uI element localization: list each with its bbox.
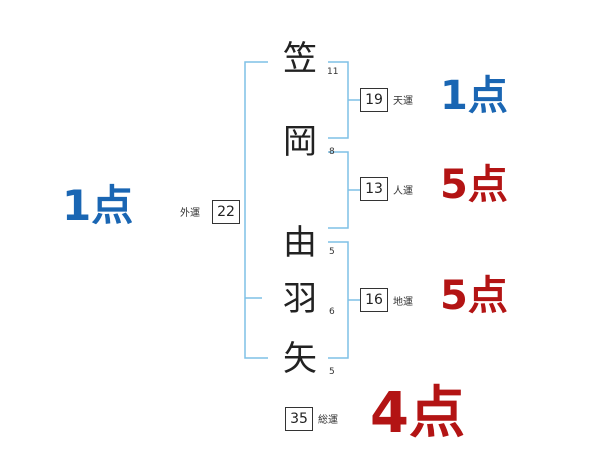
tenun-number-box: 19: [360, 88, 388, 112]
souun-score: 4点: [370, 381, 465, 446]
tenun-label: 天運: [393, 96, 413, 107]
jinun-score: 5点: [440, 162, 508, 208]
chiun-score: 5点: [440, 273, 508, 319]
stroke-count-2: 8: [329, 147, 335, 157]
name-char-5: 矢: [283, 339, 317, 379]
stroke-count-4: 6: [329, 307, 335, 317]
chiun-number-box: 16: [360, 288, 388, 312]
gaiun-number-box: 22: [212, 200, 240, 224]
stroke-count-3: 5: [329, 247, 335, 257]
gaiun-label: 外運: [180, 208, 200, 219]
souun-label: 総運: [318, 415, 338, 426]
chiun-label: 地運: [393, 297, 413, 308]
name-char-3: 由: [283, 223, 317, 263]
name-char-4: 羽: [283, 279, 317, 319]
tenun-score: 1点: [440, 73, 508, 119]
name-char-1: 笠: [283, 39, 317, 79]
stroke-count-1: 11: [327, 67, 339, 77]
jinun-number-box: 13: [360, 177, 388, 201]
stroke-count-5: 5: [329, 367, 335, 377]
souun-number-box: 35: [285, 407, 313, 431]
name-char-2: 岡: [283, 122, 317, 162]
jinun-label: 人運: [393, 186, 413, 197]
gaiun-score: 1点: [62, 181, 134, 230]
